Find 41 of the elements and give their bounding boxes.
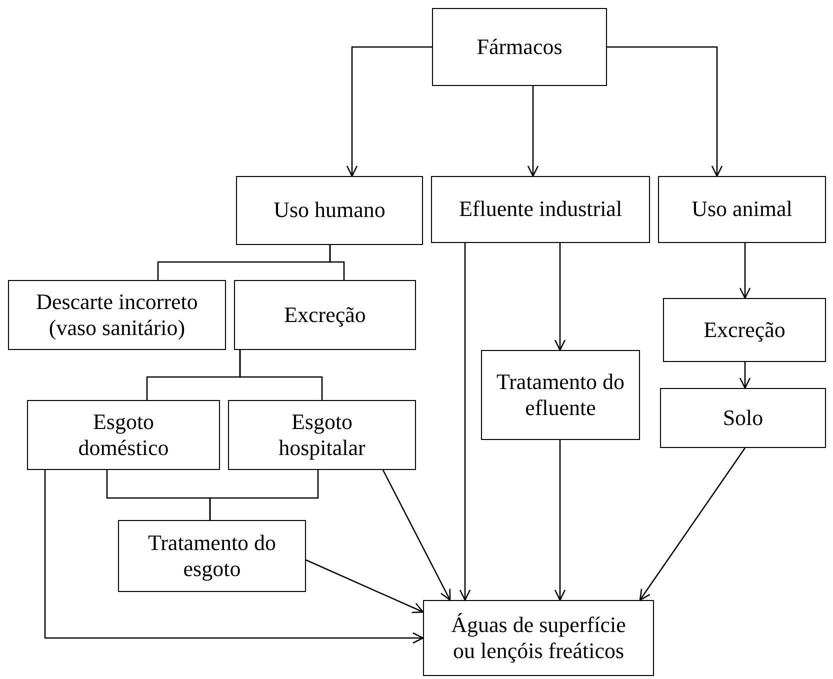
arrow <box>44 470 424 644</box>
process-box <box>27 400 220 470</box>
box-label: Tratamento do efluente <box>495 368 626 422</box>
box-label: Fármacos <box>476 34 562 60</box>
arrow <box>382 470 451 601</box>
process-box <box>228 400 416 470</box>
box-label: Uso humano <box>274 197 386 224</box>
process-box <box>481 350 640 440</box>
arrow <box>346 46 432 177</box>
box-label: Descarte incorreto (vaso sanitário) <box>35 288 199 342</box>
box-label: Tratamento do esgoto <box>147 530 277 582</box>
arrow <box>739 243 751 299</box>
box-label: Esgoto hospitalar <box>278 408 366 462</box>
arrow <box>306 559 424 614</box>
arrow <box>739 362 751 389</box>
arrow <box>639 448 746 601</box>
box-label: Uso animal <box>692 196 792 223</box>
process-box <box>663 298 826 362</box>
box-label: Efluente industrial <box>458 196 622 223</box>
arrow <box>554 440 566 601</box>
connector-line <box>329 245 345 280</box>
process-box <box>658 176 826 243</box>
box-label: Excreção <box>704 316 786 344</box>
box-label: Esgoto doméstico <box>77 408 170 462</box>
process-box <box>423 600 654 676</box>
arrow <box>527 86 539 177</box>
process-box <box>432 8 607 86</box>
arrow <box>554 243 566 351</box>
arrow <box>607 46 723 177</box>
process-box <box>118 520 306 592</box>
process-box <box>234 280 416 350</box>
box-label: Excreção <box>284 302 366 328</box>
process-box <box>431 176 650 243</box>
box-label: Solo <box>722 404 764 432</box>
box-label: Águas de superfície ou lençóis freáticos <box>450 612 627 664</box>
process-box <box>660 388 826 448</box>
process-box <box>8 280 226 350</box>
connector-line <box>239 350 323 400</box>
arrow <box>459 243 471 601</box>
process-box <box>236 176 423 245</box>
connector-line <box>209 470 319 520</box>
